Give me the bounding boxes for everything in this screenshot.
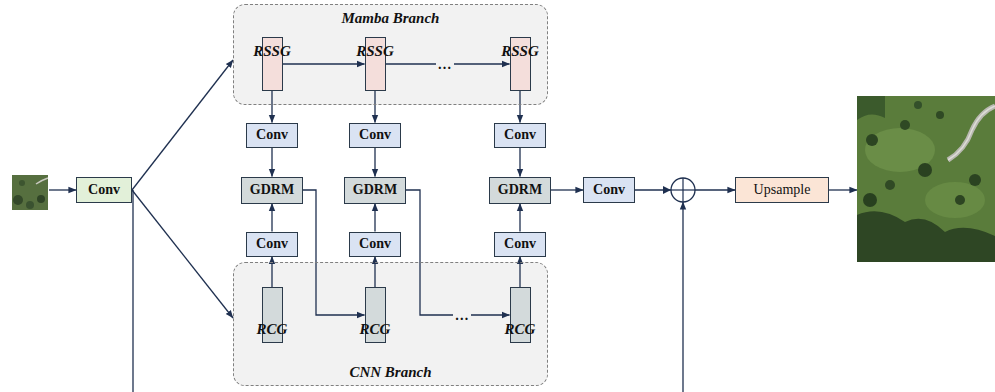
connector-arrow [132,190,233,318]
arrowhead [663,186,671,194]
box-label: GDRM [250,182,294,198]
tree [866,134,878,146]
rssg-block: RSSG [510,37,531,91]
input-tree [26,201,34,209]
woodland [857,211,995,262]
connector-arrow [374,148,375,177]
box-label: Conv [256,127,288,143]
skip-line [682,202,683,392]
connector-arrow [271,91,272,123]
sum-circle [671,178,695,202]
box-label: RCG [257,321,288,338]
box-label: GDRM [353,182,397,198]
rcg-block: RCG [262,287,283,343]
upsample-box: Upsample [735,177,829,203]
conv-box: Conv [246,232,298,257]
woodland [857,96,885,120]
road [948,106,995,160]
input-arrow [49,189,76,190]
connector-arrow [519,148,520,177]
output-image-ground [857,96,995,262]
input-tree [13,195,23,205]
output-arrow [829,189,857,190]
tree [863,193,877,207]
conv-box: Conv [349,123,401,148]
input-image [12,175,48,210]
box-label: Conv [256,236,288,252]
connector-arrow [551,189,583,190]
sum-symbol [663,178,695,202]
conv-box: Conv [76,177,132,203]
connector-arrow [374,91,375,123]
output-image [857,96,995,262]
box-label: Upsample [754,182,811,198]
connector-arrow [283,63,365,64]
box-label: Conv [359,127,391,143]
connector-arrow [271,204,272,232]
box-label: RSSG [356,43,394,60]
tree [914,101,922,109]
input-road [36,178,48,184]
conv-box: Conv [494,123,546,148]
gdrm-block: GDRM [489,177,551,204]
box-label: RCG [505,321,536,338]
input-tree [37,195,45,203]
box-label: RSSG [501,43,539,60]
rssg-block: RSSG [262,37,283,91]
sum-cross [682,178,683,202]
tree [900,120,910,130]
road-edge [948,106,995,160]
connector-arrow [519,204,520,232]
region-heading: Mamba Branch [342,10,440,27]
conv-box: Conv [246,123,298,148]
skip-line [132,190,133,392]
branch-region: CNN BranchRCGRCGRCG [233,262,548,386]
input-image-ground [12,175,48,210]
box-label: Conv [504,127,536,143]
connector-arrow [271,148,272,177]
rcg-block: RCG [510,287,531,343]
box-label: Conv [359,236,391,252]
connector-arrow [519,91,520,123]
connector-arrow [635,189,735,190]
box-label: RSSG [253,43,291,60]
conv-box: Conv [349,232,401,257]
conv-box: Conv [583,177,635,203]
box-label: GDRM [498,182,542,198]
gdrm-block: GDRM [344,177,406,204]
gdrm-block: GDRM [241,177,303,204]
tree [885,180,895,190]
ellipsis-label: … [436,57,454,72]
tree [955,195,965,205]
ellipsis-label: … [453,308,471,323]
box-label: Conv [504,236,536,252]
box-label: Conv [593,182,625,198]
rcg-block: RCG [365,287,386,343]
box-label: RCG [360,321,391,338]
tree [918,163,932,177]
conv-box: Conv [494,232,546,257]
region-heading: CNN Branch [349,364,431,381]
branch-region: Mamba BranchRSSGRSSGRSSG [233,4,548,105]
rssg-block: RSSG [365,37,386,91]
grass-patch [925,182,985,218]
region-ground [233,4,548,105]
connector-arrow [132,60,233,190]
connector-arrow [374,204,375,232]
tree [969,174,981,186]
region-ground [233,262,548,386]
tree [936,111,944,119]
box-label: Conv [88,182,120,198]
input-tree [19,180,25,186]
